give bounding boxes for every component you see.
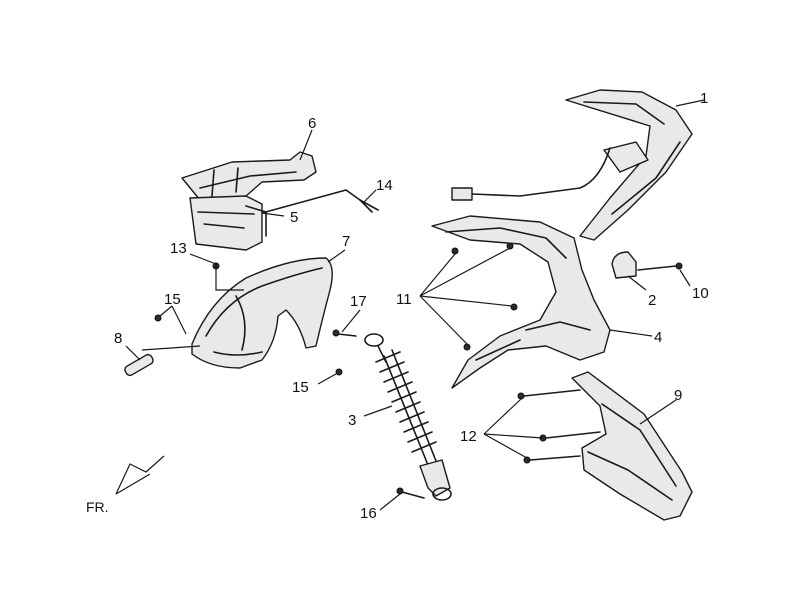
part-17-bolt — [332, 329, 357, 337]
callout-15b: 15 — [292, 379, 309, 396]
callout-11: 11 — [396, 291, 412, 308]
leader-lines — [125, 99, 705, 511]
part-8-reflector — [124, 353, 154, 377]
part-12-screws — [517, 389, 601, 464]
callout-12: 12 — [460, 428, 477, 445]
callout-1: 1 — [700, 90, 708, 107]
callout-10: 10 — [692, 285, 709, 302]
callout-5: 5 — [290, 209, 298, 226]
front-direction-label: FR. — [86, 499, 109, 515]
part-2-clip — [611, 251, 637, 279]
callout-9: 9 — [674, 387, 682, 404]
part-14-rod — [261, 189, 379, 214]
callout-16: 16 — [360, 505, 377, 522]
callout-17: 17 — [350, 293, 367, 310]
callout-6: 6 — [308, 115, 316, 132]
part-10-screw — [637, 262, 683, 271]
callout-8: 8 — [114, 330, 122, 347]
part-1-tail-light — [451, 89, 693, 241]
callout-2: 2 — [648, 292, 656, 309]
part-6-bracket — [181, 151, 317, 201]
callout-13: 13 — [170, 240, 187, 257]
callout-4: 4 — [654, 329, 662, 346]
callout-7: 7 — [342, 233, 350, 250]
part-3-shock-absorber — [364, 333, 452, 501]
part-5-control-unit — [189, 195, 267, 251]
part-9-rear-lower-cover — [571, 371, 693, 521]
callout-14: 14 — [376, 177, 393, 194]
part-15-screw-b — [335, 368, 343, 376]
part-16-bolt — [396, 487, 425, 499]
part-4-rear-cover — [431, 215, 611, 389]
front-direction-arrow-icon — [115, 455, 165, 495]
callout-15a: 15 — [164, 291, 181, 308]
part-15-screw-a — [154, 314, 162, 322]
part-7-rear-fender — [191, 257, 333, 369]
callout-3: 3 — [348, 412, 356, 429]
